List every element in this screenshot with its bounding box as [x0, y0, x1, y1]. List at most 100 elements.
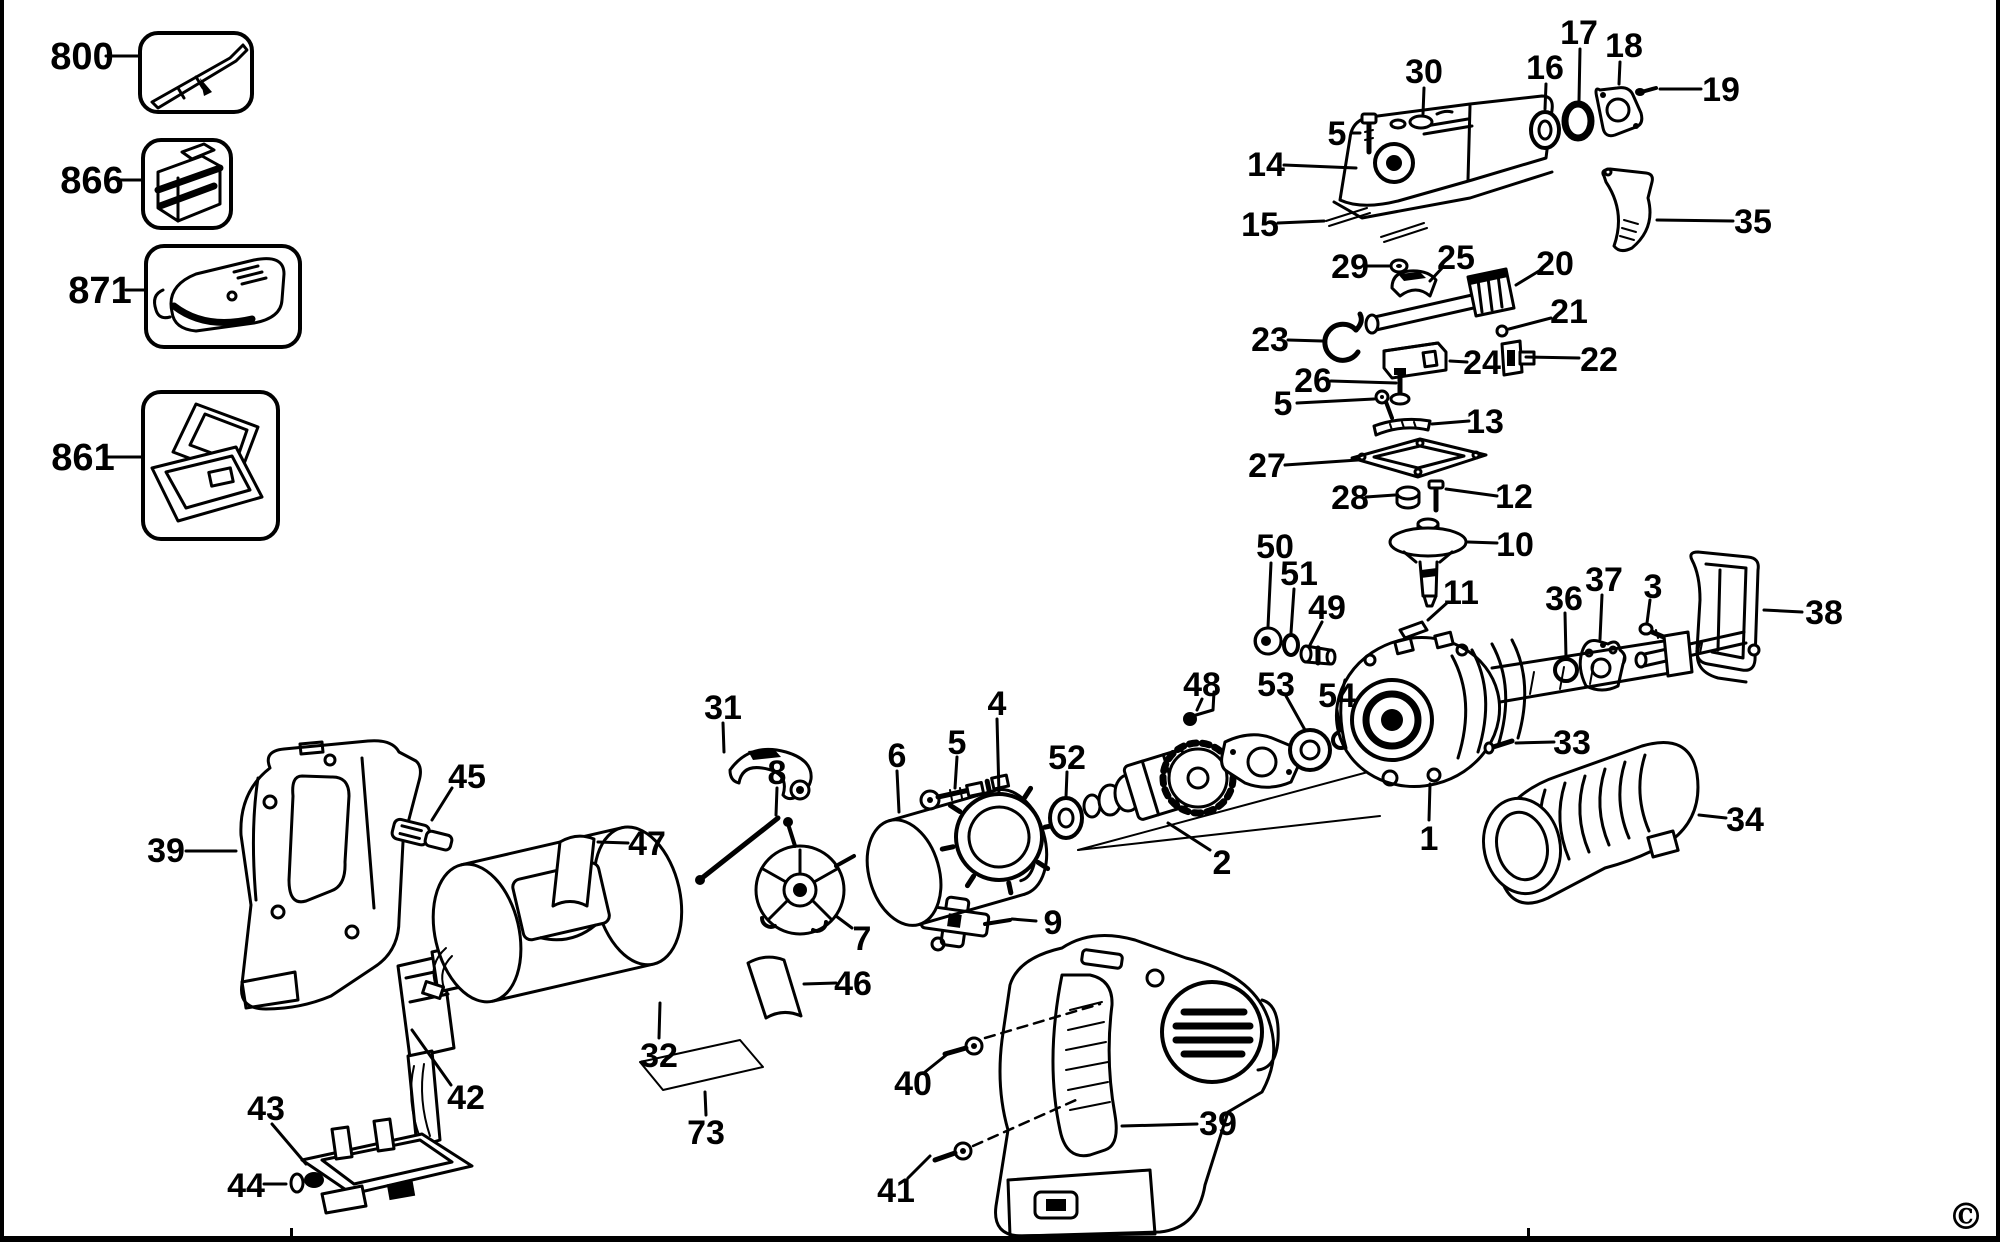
callout-4-36: 4 [988, 685, 1007, 723]
leader-43-49 [270, 1122, 308, 1166]
part-47-insulation-drawing [551, 834, 596, 908]
leader-9-42 [1010, 917, 1038, 923]
leader-6-34 [895, 769, 901, 814]
callout-5-17: 5 [1274, 385, 1293, 423]
part-51-ring-drawing [1282, 633, 1300, 657]
leader-34-45 [1697, 813, 1728, 820]
callout-30-0: 30 [1405, 53, 1443, 91]
accessory-label-800: 800 [50, 36, 113, 78]
leader-32-51 [657, 1001, 662, 1040]
callout-1-44: 1 [1420, 820, 1439, 858]
callout-26-16: 26 [1294, 362, 1332, 400]
accessory-label-861: 861 [51, 437, 114, 479]
leader-30-0 [1421, 86, 1426, 116]
callout-18-3: 18 [1605, 27, 1643, 65]
part-52-bearing-drawing [1048, 796, 1084, 840]
bottom-table-tick-0 [290, 1228, 293, 1242]
callout-42-48: 42 [447, 1079, 485, 1117]
leader-53-39 [1284, 694, 1307, 732]
part-18-plate-drawing [1594, 86, 1644, 138]
callout-41-55: 41 [877, 1172, 915, 1210]
part-39-handle-housing-drawing [994, 934, 1280, 1238]
leader-21-13 [1507, 316, 1553, 331]
callout-10-22: 10 [1496, 526, 1534, 564]
leader-5-35 [953, 755, 959, 790]
callout-51-24: 51 [1280, 555, 1318, 593]
bottom-border [0, 1236, 2000, 1242]
leader-45-46 [430, 786, 454, 822]
leader-49-25 [1308, 620, 1324, 647]
part-73-sticker-drawing [639, 1039, 764, 1091]
callout-21-13: 21 [1550, 293, 1588, 331]
leader-4-36 [995, 717, 1001, 796]
leader-73-52 [703, 1090, 708, 1117]
exploded-diagram-artwork [150, 43, 1761, 1238]
callout-16-1: 16 [1526, 49, 1564, 87]
callout-25-10: 25 [1437, 239, 1475, 277]
left-border [0, 0, 4, 1242]
callout-31-31: 31 [704, 689, 742, 727]
part-34-boot-drawing [1482, 741, 1700, 905]
callout-22-15: 22 [1580, 341, 1618, 379]
leader-28-20 [1364, 493, 1397, 499]
part-36-oring-drawing [1553, 657, 1579, 683]
part-1-gearcase-drawing [1334, 630, 1694, 788]
leader-41-55 [906, 1154, 932, 1180]
leader-24-14 [1448, 359, 1469, 364]
callout-32-51: 32 [640, 1037, 678, 1075]
leader-3-29 [1645, 598, 1652, 625]
accessory-box-800 [138, 31, 254, 114]
part-50-plug-drawing [1253, 626, 1283, 656]
part-871-charger-drawing [153, 257, 286, 333]
part-23-ring-drawing [1322, 311, 1364, 363]
callout-15-7: 15 [1241, 206, 1279, 244]
leader-50-23 [1266, 561, 1273, 629]
callout-73-52: 73 [687, 1114, 725, 1152]
leader-35-8 [1655, 218, 1735, 223]
leader-36-27 [1563, 611, 1568, 659]
callout-47-33: 47 [628, 825, 666, 863]
part-19-screw-drawing [1635, 86, 1658, 96]
callout-46-53: 46 [834, 965, 872, 1003]
part-5-screw-top-drawing [1360, 112, 1378, 155]
leader-42-48 [410, 1028, 453, 1087]
part-17-ring-drawing [1561, 100, 1595, 142]
bottom-table-tick-1 [1527, 1228, 1530, 1242]
part-43-baseplate-drawing [300, 1117, 474, 1215]
leader-33-43 [1514, 740, 1556, 745]
leader-40-54 [923, 1050, 952, 1074]
accessory-label-871: 871 [68, 270, 131, 312]
leader-48-38 [1195, 697, 1204, 712]
callout-37-28: 37 [1585, 561, 1623, 599]
part-45-connector-drawing [390, 817, 454, 852]
leader-37-28 [1598, 593, 1604, 641]
callout-3-29: 3 [1644, 568, 1663, 606]
part-26-bolt-drawing [1389, 368, 1411, 406]
copyright-symbol: © [1948, 1196, 1984, 1238]
leader-12-21 [1444, 487, 1499, 498]
callout-35-8: 35 [1734, 203, 1772, 241]
accessory-box-871 [144, 244, 302, 349]
part-866-battery-drawing [154, 142, 224, 223]
leader-31-31 [721, 721, 726, 754]
callout-29-9: 29 [1331, 248, 1369, 286]
callout-43-49: 43 [247, 1090, 285, 1128]
leader-11-26 [1426, 600, 1450, 622]
part-30-seal-drawing [1389, 109, 1454, 130]
part-38-shoe-assembly-drawing [1634, 550, 1761, 684]
part-800-blade-drawing [150, 43, 249, 110]
part-24-block-drawing [1382, 341, 1448, 380]
part-11-key-drawing [1398, 620, 1429, 640]
leader-23-12 [1286, 338, 1324, 343]
part-53-bearing-drawing [1288, 728, 1332, 772]
part-15-pins-drawing [1325, 207, 1428, 243]
part-7-endcap-drawing [754, 817, 856, 936]
callout-7-57: 7 [853, 920, 872, 958]
callout-33-43: 33 [1553, 724, 1591, 762]
callout-39-47: 39 [147, 832, 185, 870]
callout-17-2: 17 [1560, 14, 1598, 52]
part-46-insulation-drawing [746, 955, 803, 1020]
